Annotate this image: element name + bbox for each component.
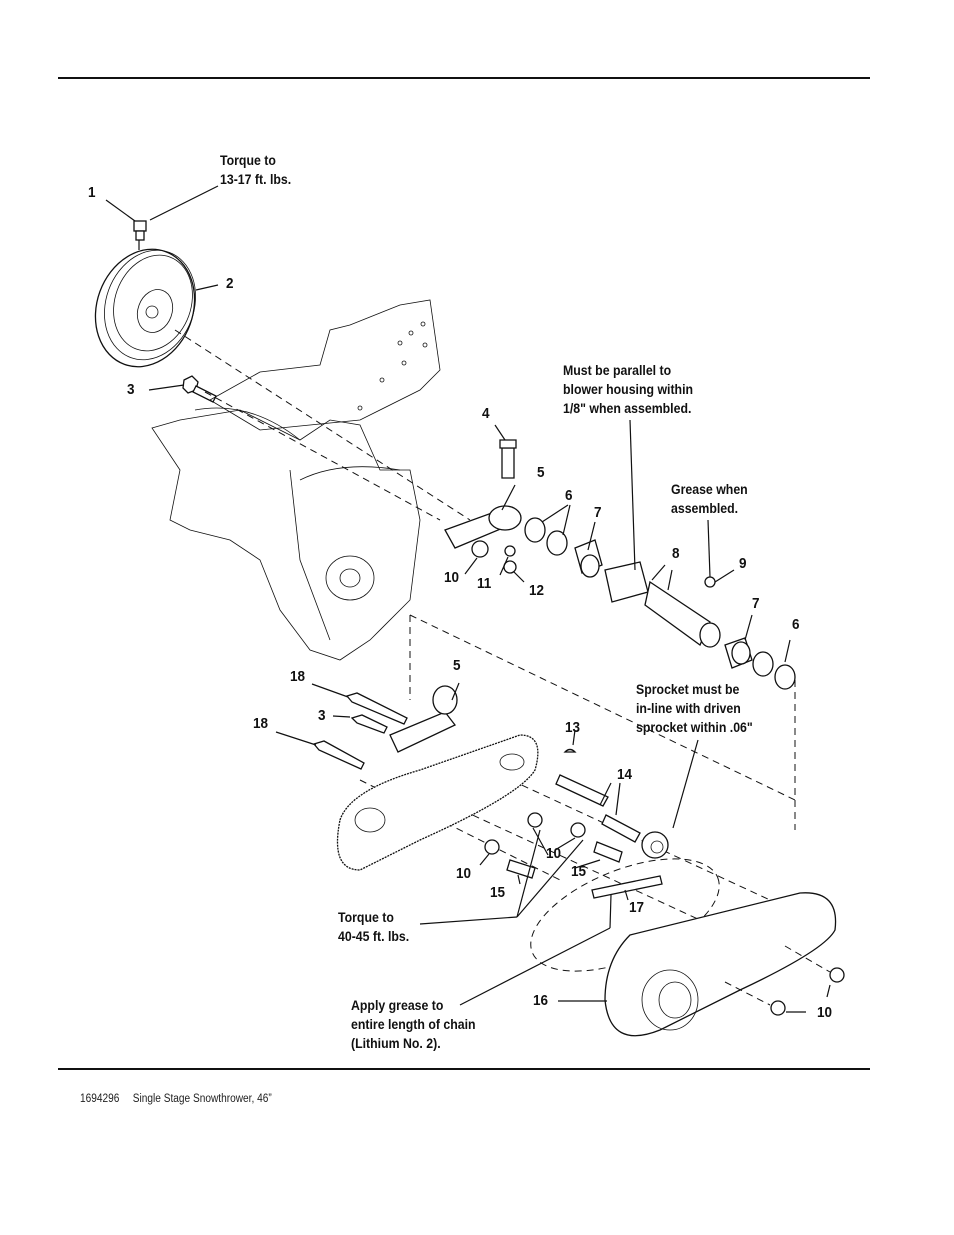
bolt-part	[182, 375, 217, 403]
note-line: entire length of chain	[351, 1016, 476, 1032]
callout-6: 6	[565, 487, 573, 504]
callout-16: 16	[533, 992, 549, 1009]
note-line: (Lithium No. 2).	[351, 1035, 441, 1051]
callout-10: 10	[444, 569, 460, 586]
note-line: blower housing within	[563, 381, 694, 397]
note-sprocket-inline: Sprocket must be in-line with driven spr…	[636, 680, 753, 737]
callout-3: 3	[127, 381, 135, 398]
callout-17: 17	[629, 899, 645, 916]
bracket-upper	[444, 439, 522, 549]
callout-18: 18	[253, 715, 269, 732]
note-line: in-line with driven	[636, 700, 741, 716]
chain-case-plate	[336, 734, 539, 871]
note-line: Torque to	[338, 909, 394, 925]
callout-8: 8	[672, 545, 680, 562]
note-line: Must be parallel to	[563, 362, 672, 378]
callout-7: 7	[752, 595, 760, 612]
note-torque-nuts: Torque to 40-45 ft. lbs.	[338, 908, 409, 946]
note-line: Sprocket must be	[636, 681, 740, 697]
callout-5: 5	[453, 657, 461, 674]
callout-4: 4	[482, 405, 490, 422]
callout-3: 3	[318, 707, 326, 724]
note-line: 1/8" when assembled.	[563, 400, 692, 416]
note-line: assembled.	[671, 500, 739, 516]
callout-10: 10	[546, 845, 562, 862]
callout-11: 11	[477, 575, 492, 592]
header-rule	[58, 77, 870, 79]
setscrew-part	[133, 220, 147, 250]
callout-6: 6	[792, 616, 800, 633]
note-parallel: Must be parallel to blower housing withi…	[563, 361, 693, 418]
callout-14: 14	[617, 766, 633, 783]
note-line: Torque to	[220, 152, 276, 168]
note-grease-chain: Apply grease to entire length of chain (…	[351, 996, 476, 1053]
blower-housing	[151, 299, 441, 661]
note-torque-pulley: Torque to 13-17 ft. lbs.	[220, 151, 291, 189]
callout-9: 9	[739, 555, 747, 572]
document-title: Single Stage Snowthrower, 46”	[132, 1093, 272, 1105]
callout-7: 7	[594, 504, 602, 521]
callout-15: 15	[571, 863, 587, 880]
callout-10: 10	[456, 865, 472, 882]
callout-5: 5	[537, 464, 545, 481]
note-line: sprocket within .06"	[636, 719, 753, 735]
callout-10: 10	[817, 1004, 833, 1021]
page-footer: 1694296 Single Stage Snowthrower, 46”	[80, 1093, 282, 1105]
callout-12: 12	[529, 582, 545, 599]
note-grease-assembled: Grease when assembled.	[671, 480, 748, 518]
note-line: 13-17 ft. lbs.	[220, 171, 292, 187]
pulley-part	[94, 248, 196, 368]
part-number: 1694296	[80, 1093, 120, 1105]
chain-cover-part	[604, 892, 845, 1037]
footer-rule	[58, 1068, 870, 1070]
note-line: Grease when	[671, 481, 748, 497]
callout-1: 1	[88, 184, 96, 201]
note-line: Apply grease to	[351, 997, 444, 1013]
axle-assembly	[524, 517, 796, 690]
nut-part	[471, 540, 489, 558]
callout-15: 15	[490, 884, 506, 901]
callout-18: 18	[290, 668, 306, 685]
note-line: 40-45 ft. lbs.	[338, 928, 410, 944]
leader-lines	[105, 185, 831, 1013]
callout-13: 13	[565, 719, 581, 736]
callout-2: 2	[226, 275, 234, 292]
